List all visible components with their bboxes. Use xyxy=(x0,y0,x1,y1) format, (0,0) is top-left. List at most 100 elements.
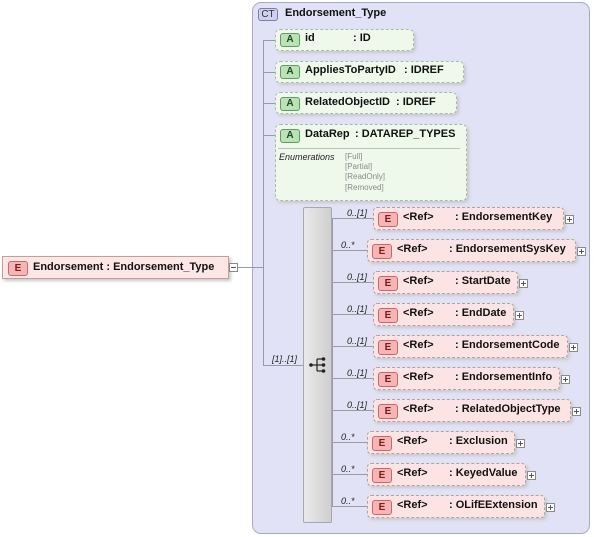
attribute-name: RelatedObjectID xyxy=(305,96,390,108)
complex-type-badge: CT xyxy=(258,8,278,21)
attribute-type: : IDREF xyxy=(404,64,444,76)
attribute-box-datarep[interactable] xyxy=(275,124,467,201)
sequence-multiplicity: [1]..[1] xyxy=(272,354,298,364)
element-ref: <Ref> xyxy=(403,275,434,287)
element-multiplicity: 0..* xyxy=(341,432,355,442)
element-badge: E xyxy=(372,436,392,451)
element-box[interactable] xyxy=(373,399,571,422)
element-multiplicity: 0..[1] xyxy=(347,304,368,314)
element-box[interactable] xyxy=(373,207,564,230)
element-box[interactable] xyxy=(367,239,576,262)
element-box[interactable] xyxy=(373,303,514,326)
expand-icon[interactable] xyxy=(561,375,570,384)
connector-attr-2 xyxy=(263,72,277,73)
connector-element xyxy=(333,218,373,219)
expand-icon[interactable] xyxy=(569,343,578,352)
element-name: : RelatedObjectType xyxy=(455,403,561,415)
element-box[interactable] xyxy=(367,463,526,486)
expand-icon[interactable] xyxy=(546,503,555,512)
expand-icon[interactable] xyxy=(565,215,574,224)
element-multiplicity: 0..* xyxy=(341,464,355,474)
element-name: : EndorsementCode xyxy=(455,339,560,351)
element-name: : EndorsementSysKey xyxy=(449,243,566,255)
enum-divider xyxy=(278,148,460,149)
element-ref: <Ref> xyxy=(403,371,434,383)
element-name: : StartDate xyxy=(455,275,511,287)
element-ref: <Ref> xyxy=(403,211,434,223)
attribute-badge: A xyxy=(280,129,300,143)
attribute-badge: A xyxy=(280,65,300,79)
connector-element xyxy=(333,378,373,379)
expand-icon[interactable] xyxy=(527,471,536,480)
element-badge: E xyxy=(372,468,392,483)
element-name: : EndorsementInfo xyxy=(455,371,553,383)
element-box[interactable] xyxy=(373,367,560,390)
element-multiplicity: 0..* xyxy=(341,496,355,506)
element-ref: <Ref> xyxy=(397,435,428,447)
element-ref: <Ref> xyxy=(403,403,434,415)
connector-elements-trunk xyxy=(332,218,333,507)
attribute-type: : IDREF xyxy=(396,96,436,108)
connector-sequence xyxy=(263,365,304,366)
connector-element xyxy=(333,346,373,347)
element-badge: E xyxy=(378,340,398,355)
attribute-box-relatedobjectid[interactable] xyxy=(275,92,457,114)
attribute-badge: A xyxy=(280,97,300,111)
attribute-badge: A xyxy=(280,33,300,47)
attribute-box-id[interactable] xyxy=(275,29,414,51)
element-name: : EndDate xyxy=(455,307,507,319)
enum-value: [Full] xyxy=(345,152,363,161)
element-multiplicity: 0..[1] xyxy=(347,368,368,378)
element-badge: E xyxy=(378,276,398,291)
element-badge: E xyxy=(378,212,398,227)
element-name: : Exclusion xyxy=(449,435,508,447)
element-name: : EndorsementKey xyxy=(455,211,553,223)
element-badge: E xyxy=(378,308,398,323)
element-box[interactable] xyxy=(367,431,515,454)
connector-attr-1 xyxy=(263,40,277,41)
element-name: : OLifEExtension xyxy=(449,499,538,511)
enum-value: [Partial] xyxy=(345,162,373,171)
enumerations-label: Enumerations xyxy=(279,152,335,162)
element-badge: E xyxy=(372,244,392,259)
element-ref: <Ref> xyxy=(403,339,434,351)
element-box[interactable] xyxy=(367,495,545,518)
enum-value: [Removed] xyxy=(345,183,384,192)
root-element-label: Endorsement : Endorsement_Type xyxy=(33,261,215,273)
connector-element xyxy=(333,250,367,251)
connector-attr-4 xyxy=(263,135,277,136)
element-box[interactable] xyxy=(373,271,518,294)
connector-element xyxy=(333,506,367,507)
element-multiplicity: 0..[1] xyxy=(347,208,368,218)
expand-icon[interactable] xyxy=(515,311,524,320)
expand-icon[interactable] xyxy=(577,247,586,256)
element-multiplicity: 0..[1] xyxy=(347,400,368,410)
root-element-badge: E xyxy=(8,261,28,276)
element-badge: E xyxy=(372,500,392,515)
expand-icon[interactable] xyxy=(519,279,528,288)
element-ref: <Ref> xyxy=(397,467,428,479)
attribute-name: AppliesToPartyID xyxy=(305,64,396,76)
connector-root xyxy=(237,267,264,268)
attribute-box-appliestopartyid[interactable] xyxy=(275,61,464,83)
attribute-name: id xyxy=(305,32,315,44)
attribute-name: DataRep xyxy=(305,128,350,140)
enum-value: [ReadOnly] xyxy=(345,172,386,181)
element-box[interactable] xyxy=(373,335,568,358)
attribute-type: : DATAREP_TYPES xyxy=(355,128,456,140)
collapse-icon[interactable] xyxy=(229,263,238,272)
connector-element xyxy=(333,314,373,315)
element-name: : KeyedValue xyxy=(449,467,518,479)
element-ref: <Ref> xyxy=(403,307,434,319)
complex-type-name: Endorsement_Type xyxy=(285,7,387,19)
element-multiplicity: 0..[1] xyxy=(347,272,368,282)
expand-icon[interactable] xyxy=(516,439,525,448)
connector-trunk xyxy=(263,40,264,365)
connector-element xyxy=(333,474,367,475)
element-ref: <Ref> xyxy=(397,243,428,255)
root-element-box[interactable] xyxy=(2,256,229,279)
connector-element xyxy=(333,282,373,283)
element-ref: <Ref> xyxy=(397,499,428,511)
expand-icon[interactable] xyxy=(572,407,581,416)
element-badge: E xyxy=(378,372,398,387)
